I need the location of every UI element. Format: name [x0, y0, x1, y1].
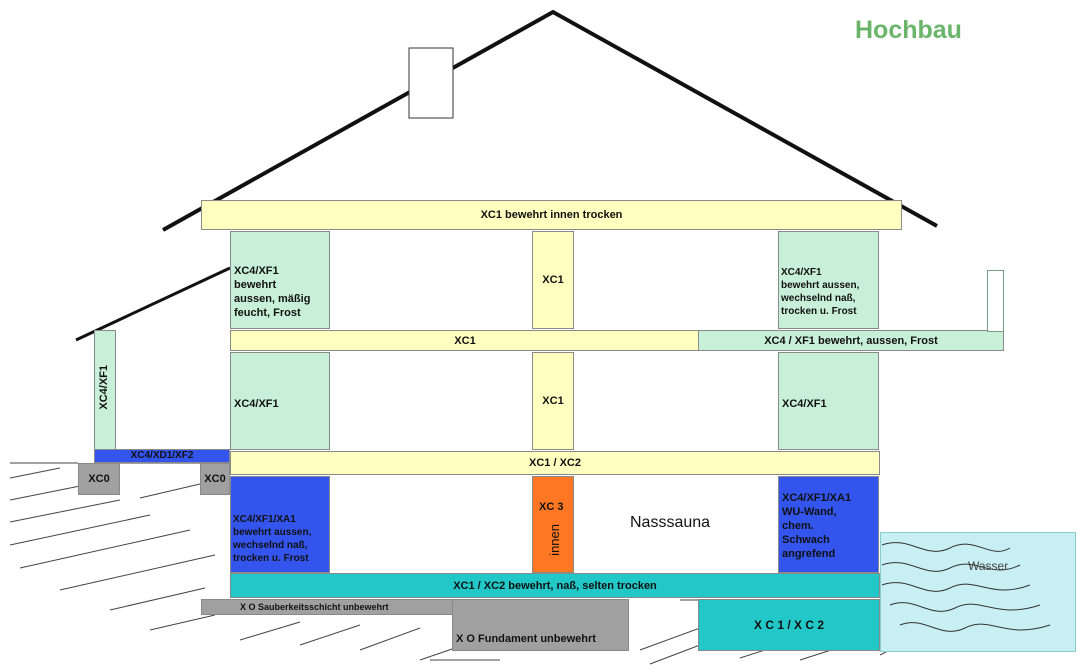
- ground-column: XC1: [532, 352, 574, 450]
- page-title: Hochbau: [855, 16, 962, 44]
- roof-slab: XC1 bewehrt innen trocken: [201, 200, 902, 230]
- balcony-parapet: [987, 270, 1004, 332]
- basement-left-wall: XC4/XF1/XA1 bewehrt aussen, wechselnd na…: [230, 476, 330, 573]
- annex-wall-label: XC4/XF1: [98, 365, 110, 410]
- mid-slab: XC1: [230, 330, 700, 351]
- upper-left-wall: XC4/XF1 bewehrt aussen, mäßig feucht, Fr…: [230, 231, 330, 329]
- balcony-slab: XC4 / XF1 bewehrt, aussen, Frost: [698, 330, 1004, 351]
- water-label: Wasser: [968, 559, 1009, 573]
- basement-column: [532, 476, 574, 573]
- basement-right-wall: XC4/XF1/XA1 WU-Wand, chem. Schwach angre…: [778, 476, 879, 573]
- basement-ceiling: XC1 / XC2: [230, 451, 880, 475]
- ground-left-wall: XC4/XF1: [230, 352, 330, 450]
- roof-outline: [162, 9, 938, 232]
- ground-right-wall: XC4/XF1: [778, 352, 879, 450]
- footing-left: XC0: [78, 463, 120, 495]
- upper-column: XC1: [532, 231, 574, 329]
- foundation-right: X C 1 / X C 2: [698, 599, 880, 651]
- foundation-block: X O Fundament unbewehrt: [452, 599, 629, 651]
- chimney: [408, 47, 454, 119]
- bottom-slab: XC1 / XC2 bewehrt, naß, selten trocken: [230, 573, 880, 598]
- annex-slab: XC4/XD1/XF2: [94, 449, 230, 463]
- basement-column-side-label: innen: [547, 524, 562, 556]
- water-body: [880, 532, 1076, 652]
- basement-column-label: XC 3: [539, 501, 564, 513]
- annex-roof: [75, 266, 231, 342]
- footing-right: XC0: [200, 463, 230, 495]
- blinding-layer: X O Sauberkeitsschicht unbewehrt: [201, 599, 453, 615]
- upper-right-wall: XC4/XF1 bewehrt aussen, wechselnd naß, t…: [778, 231, 879, 329]
- sauna-label: Nasssauna: [630, 514, 711, 531]
